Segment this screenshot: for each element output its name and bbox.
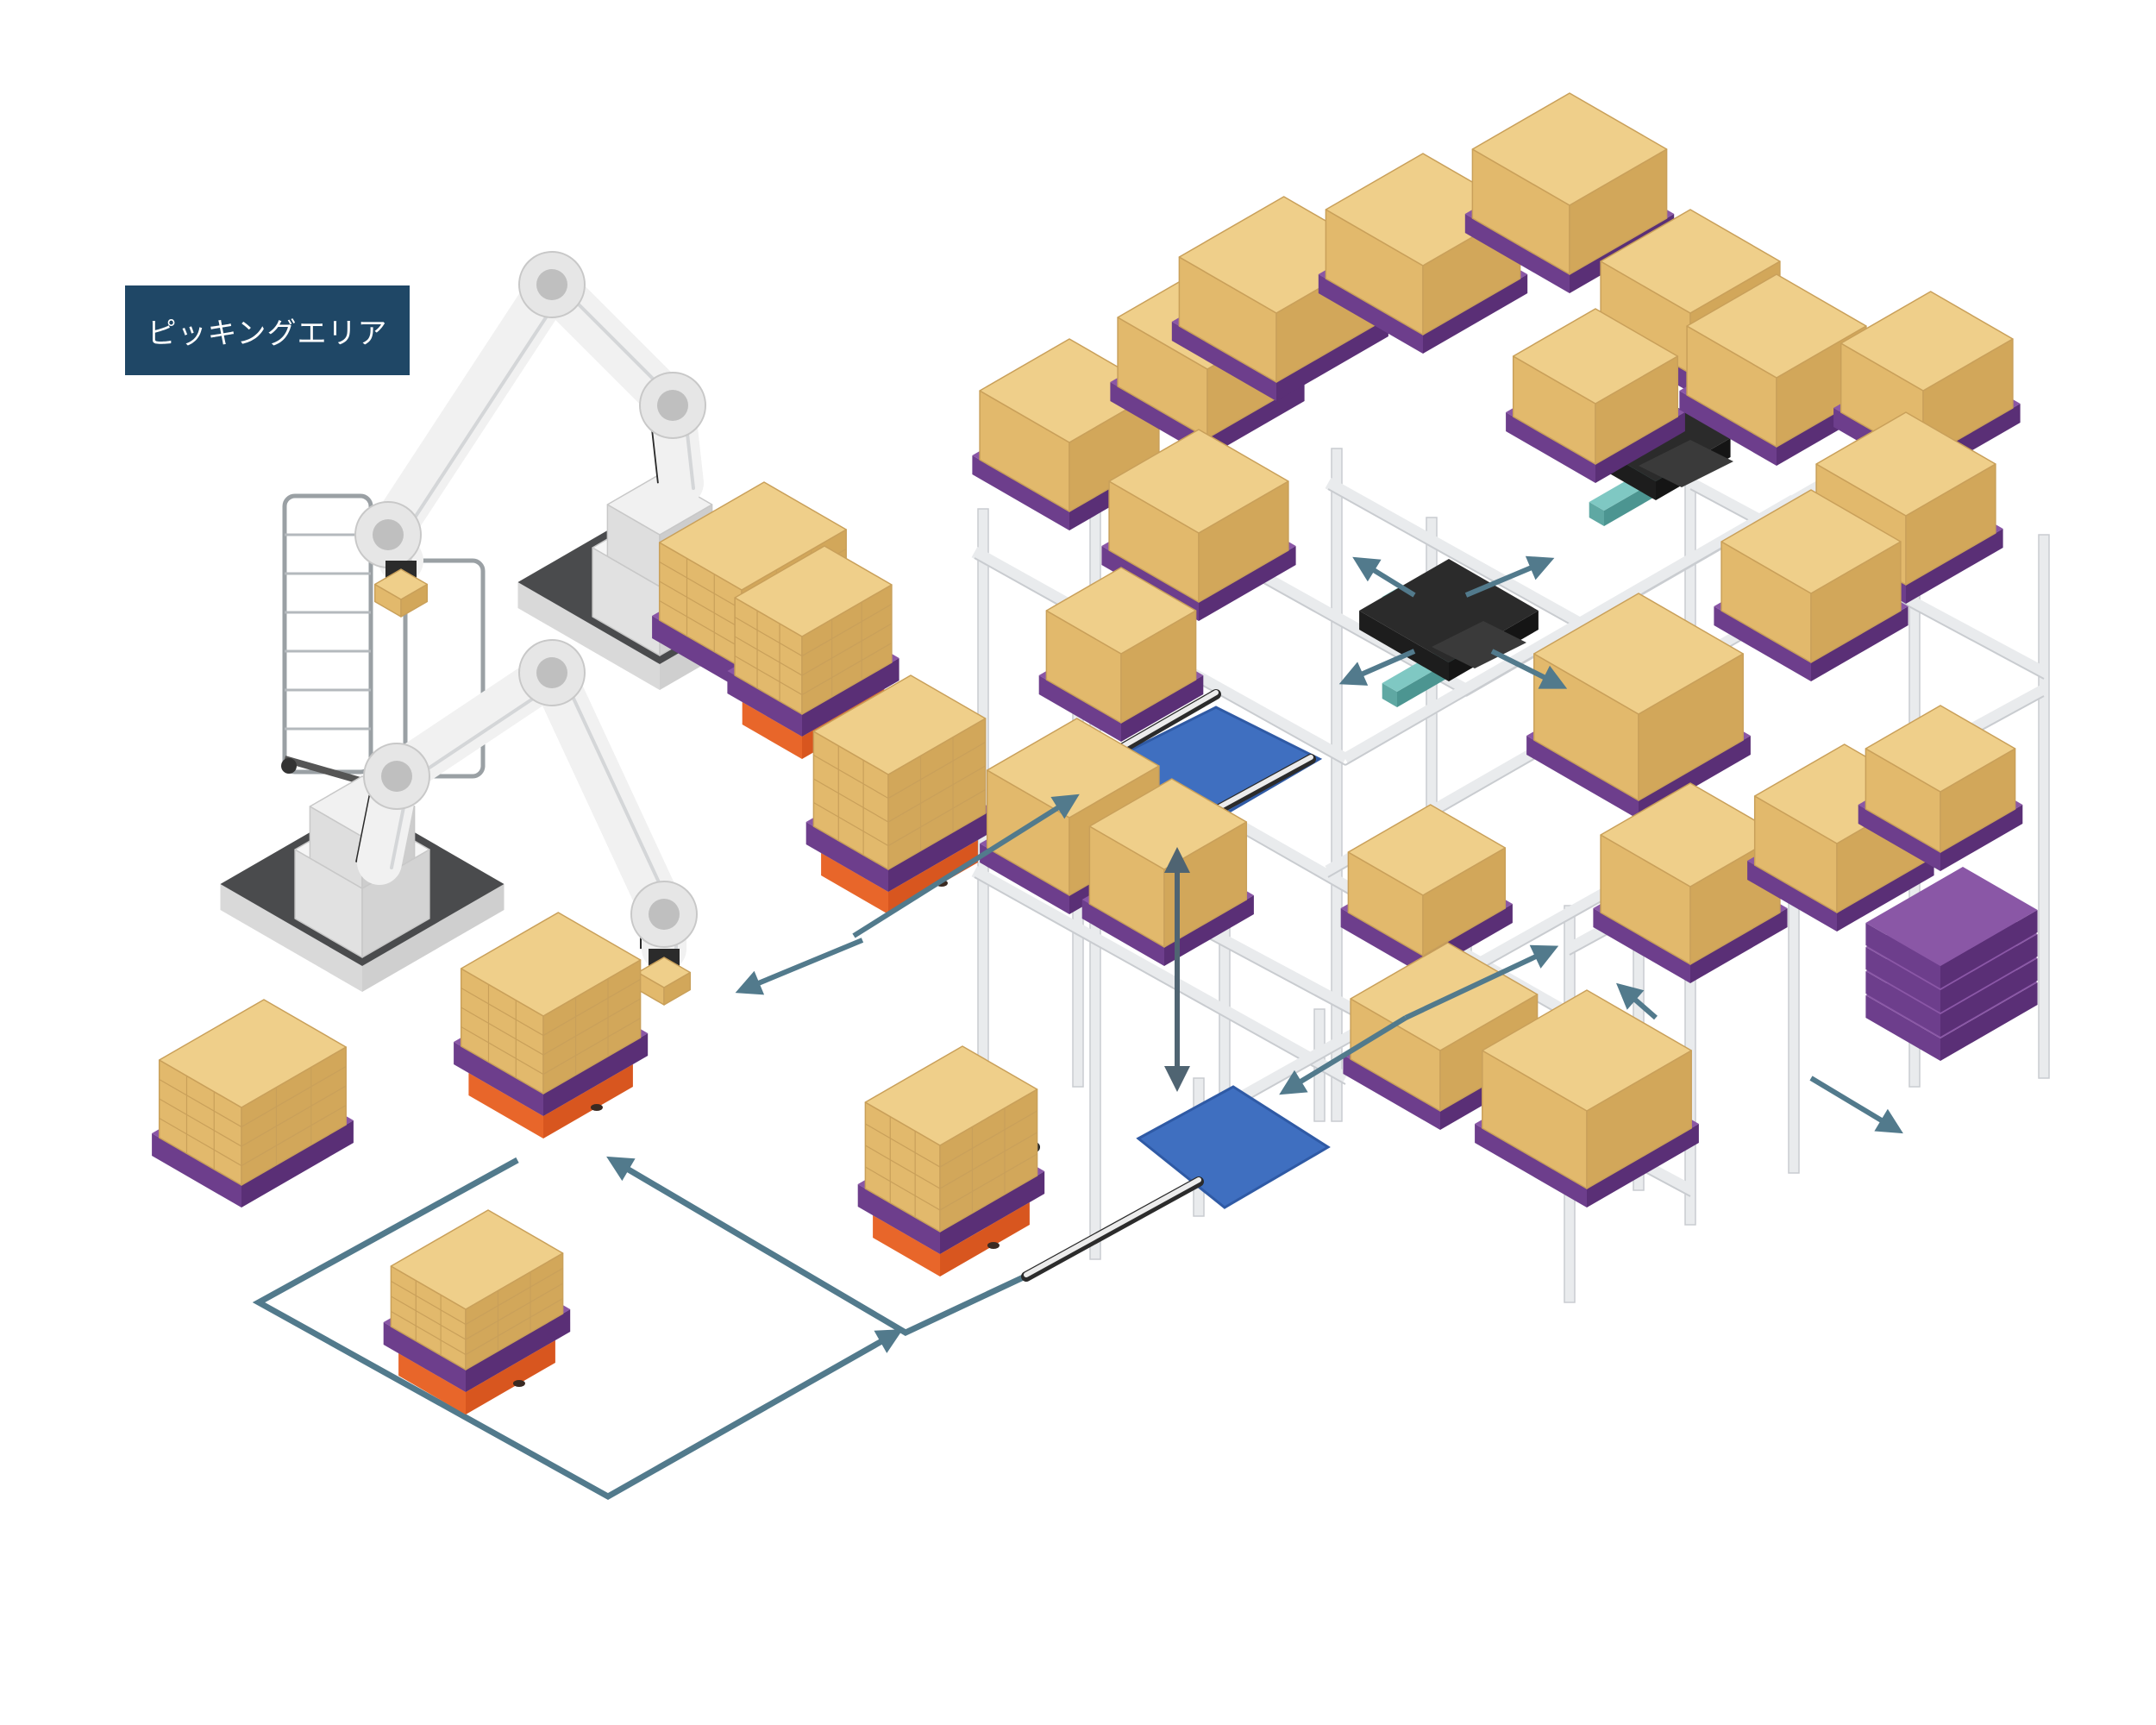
rack-pallet	[1318, 153, 1528, 354]
arrow-rack-out	[1279, 1015, 1407, 1095]
rack-post	[1331, 448, 1343, 1122]
agv-with-pallet	[857, 1045, 1045, 1276]
rack-pallet	[1038, 567, 1204, 742]
rack-pallet	[1464, 92, 1675, 293]
agv-with-pallet	[805, 674, 993, 914]
shuttle-arrow-ne	[1464, 555, 1555, 598]
rack-post	[2038, 534, 2050, 1079]
rack-beam	[1342, 494, 1797, 765]
rack-pallet	[1714, 489, 1908, 681]
agv-with-pallet	[383, 1209, 571, 1414]
pallet-with-boxes	[152, 999, 354, 1208]
rack-pallet	[1679, 273, 1874, 466]
pallets-and-agvs	[152, 92, 2038, 1414]
rack-pallet	[1506, 308, 1685, 483]
area-label-picking: ピッキングエリア	[125, 285, 410, 375]
empty-pallet-stack	[1865, 867, 2038, 1061]
shuttle-arrow-nw	[1352, 556, 1416, 598]
rack-pallet	[1081, 778, 1254, 966]
agv-flow-path	[252, 1156, 1045, 1501]
rack-beam	[971, 865, 1349, 1084]
movement-arrows	[735, 555, 1903, 1134]
lift-tray-lower	[1136, 1085, 1331, 1209]
rack-pallet	[972, 338, 1167, 530]
rack-pallet	[1340, 804, 1513, 975]
rack-shuttle-icon	[1359, 559, 1539, 707]
rack-pallet	[1526, 593, 1751, 819]
industrial-robot-arm-icon	[220, 639, 698, 1006]
rack-pallet	[1858, 705, 2023, 871]
flow-arrow-return	[606, 1156, 1045, 1336]
arrow-agv-in	[852, 794, 1080, 938]
agv-with-pallet	[454, 912, 649, 1138]
rack-pallet	[1593, 782, 1788, 983]
flow-arrow-loop-up	[252, 1157, 903, 1501]
shuttle-arrow-se	[1490, 649, 1568, 689]
rack-pallet	[1475, 989, 1699, 1208]
arrow-right-b	[1809, 1076, 1903, 1134]
shuttle-arrow-sw	[1338, 649, 1416, 686]
arrow-rack-in	[1404, 944, 1559, 1020]
lift-arrow-down	[1164, 906, 1190, 1092]
arrow-agv-out	[735, 938, 864, 995]
arrow-right-a	[1616, 982, 1658, 1020]
